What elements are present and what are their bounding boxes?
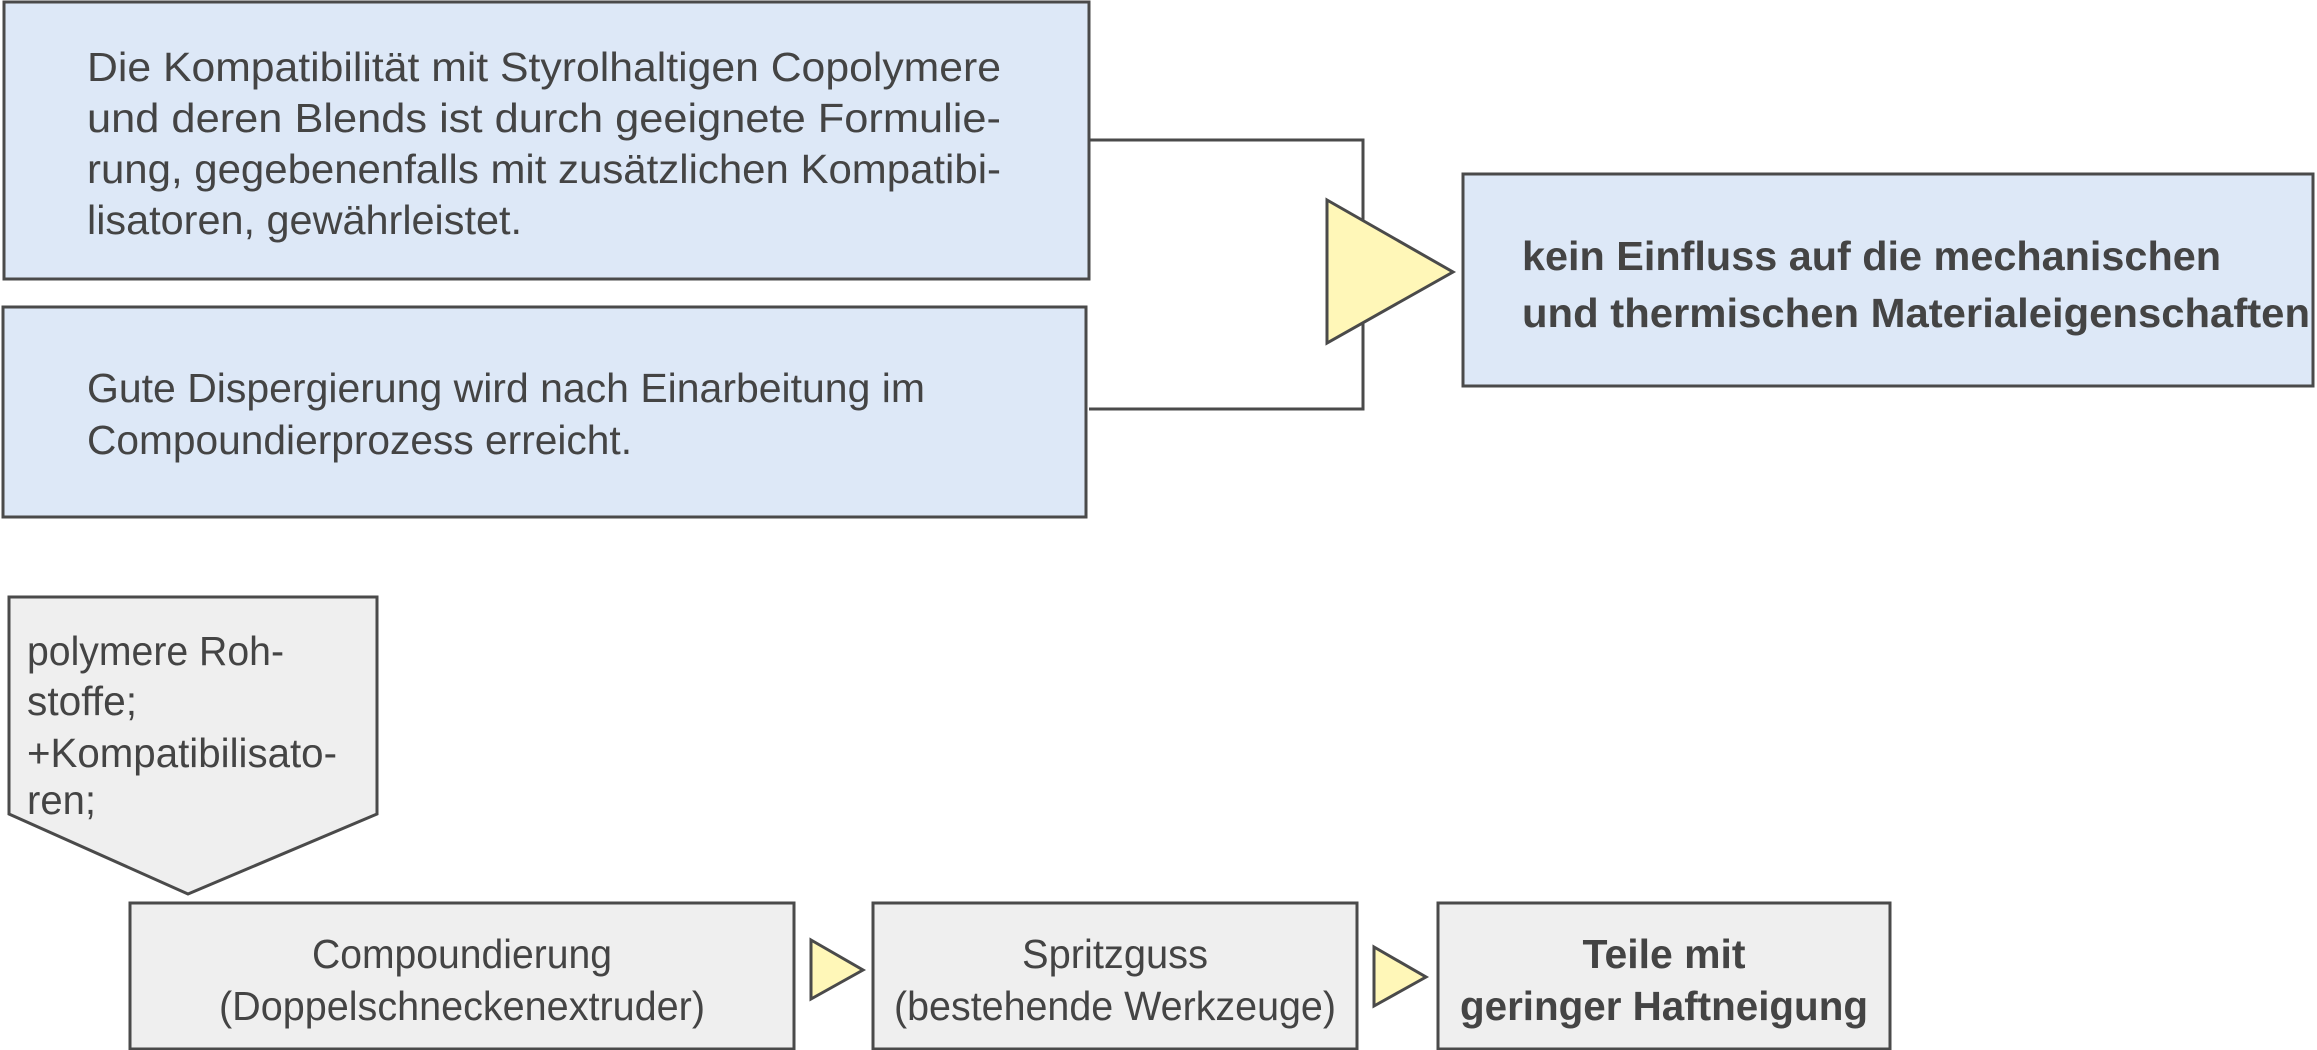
compatibility-box: Die Kompatibilität mit Styrolhaltigen Co… [2, 0, 1091, 281]
step-box [871, 901, 1359, 1050]
input-arrow-shape [7, 595, 379, 896]
input-line: +Kompatibilisato- [27, 730, 337, 776]
step-title: Teile mit [1583, 931, 1746, 977]
step-parts: Teile mit geringer Haftneigung [1436, 901, 1892, 1050]
result-box-bg [1461, 172, 2315, 388]
step-subtitle: (bestehende Werkzeuge) [894, 983, 1336, 1029]
compatibility-box-bg [2, 0, 1091, 281]
input-line: polymere Roh- [27, 628, 284, 674]
box-line: und deren Blends ist durch geeignete For… [87, 95, 1001, 141]
step-subtitle: (Doppelschneckenextruder) [219, 983, 705, 1029]
step-box [1436, 901, 1892, 1050]
box-line: lisatoren, gewährleistet. [87, 197, 522, 243]
box-line: Die Kompatibilität mit Styrolhaltigen Co… [87, 44, 1001, 90]
step-compounding: Compoundierung (Doppelschneckenextruder) [128, 901, 796, 1050]
input-materials: polymere Roh- stoffe; +Kompatibilisato- … [7, 595, 379, 896]
input-line: ren; [27, 777, 96, 823]
step-box [128, 901, 796, 1050]
arrow-right-icon [1325, 197, 1457, 346]
result-line: und thermischen Materialeigenschaften [1522, 290, 2310, 336]
dispersion-box-bg [1, 305, 1088, 519]
box-line: Compoundierprozess erreicht. [87, 417, 632, 463]
result-line: kein Einfluss auf die mechanischen [1522, 233, 2221, 279]
merge-connector [1089, 138, 1365, 411]
input-line: stoffe; [27, 678, 137, 724]
arrow-right-icon [809, 937, 867, 1002]
result-box: kein Einfluss auf die mechanischen und t… [1461, 172, 2315, 388]
step-subtitle: geringer Haftneigung [1460, 983, 1868, 1029]
step-injection-molding: Spritzguss (bestehende Werkzeuge) [871, 901, 1359, 1050]
box-line: Gute Dispergierung wird nach Einarbeitun… [87, 365, 925, 411]
step-title: Spritzguss [1022, 931, 1208, 977]
box-line: rung, gegebenenfalls mit zusätzlichen Ko… [87, 146, 1001, 192]
arrow-right-icon [1372, 944, 1430, 1009]
dispersion-box: Gute Dispergierung wird nach Einarbeitun… [1, 305, 1088, 519]
step-title: Compoundierung [312, 931, 612, 977]
